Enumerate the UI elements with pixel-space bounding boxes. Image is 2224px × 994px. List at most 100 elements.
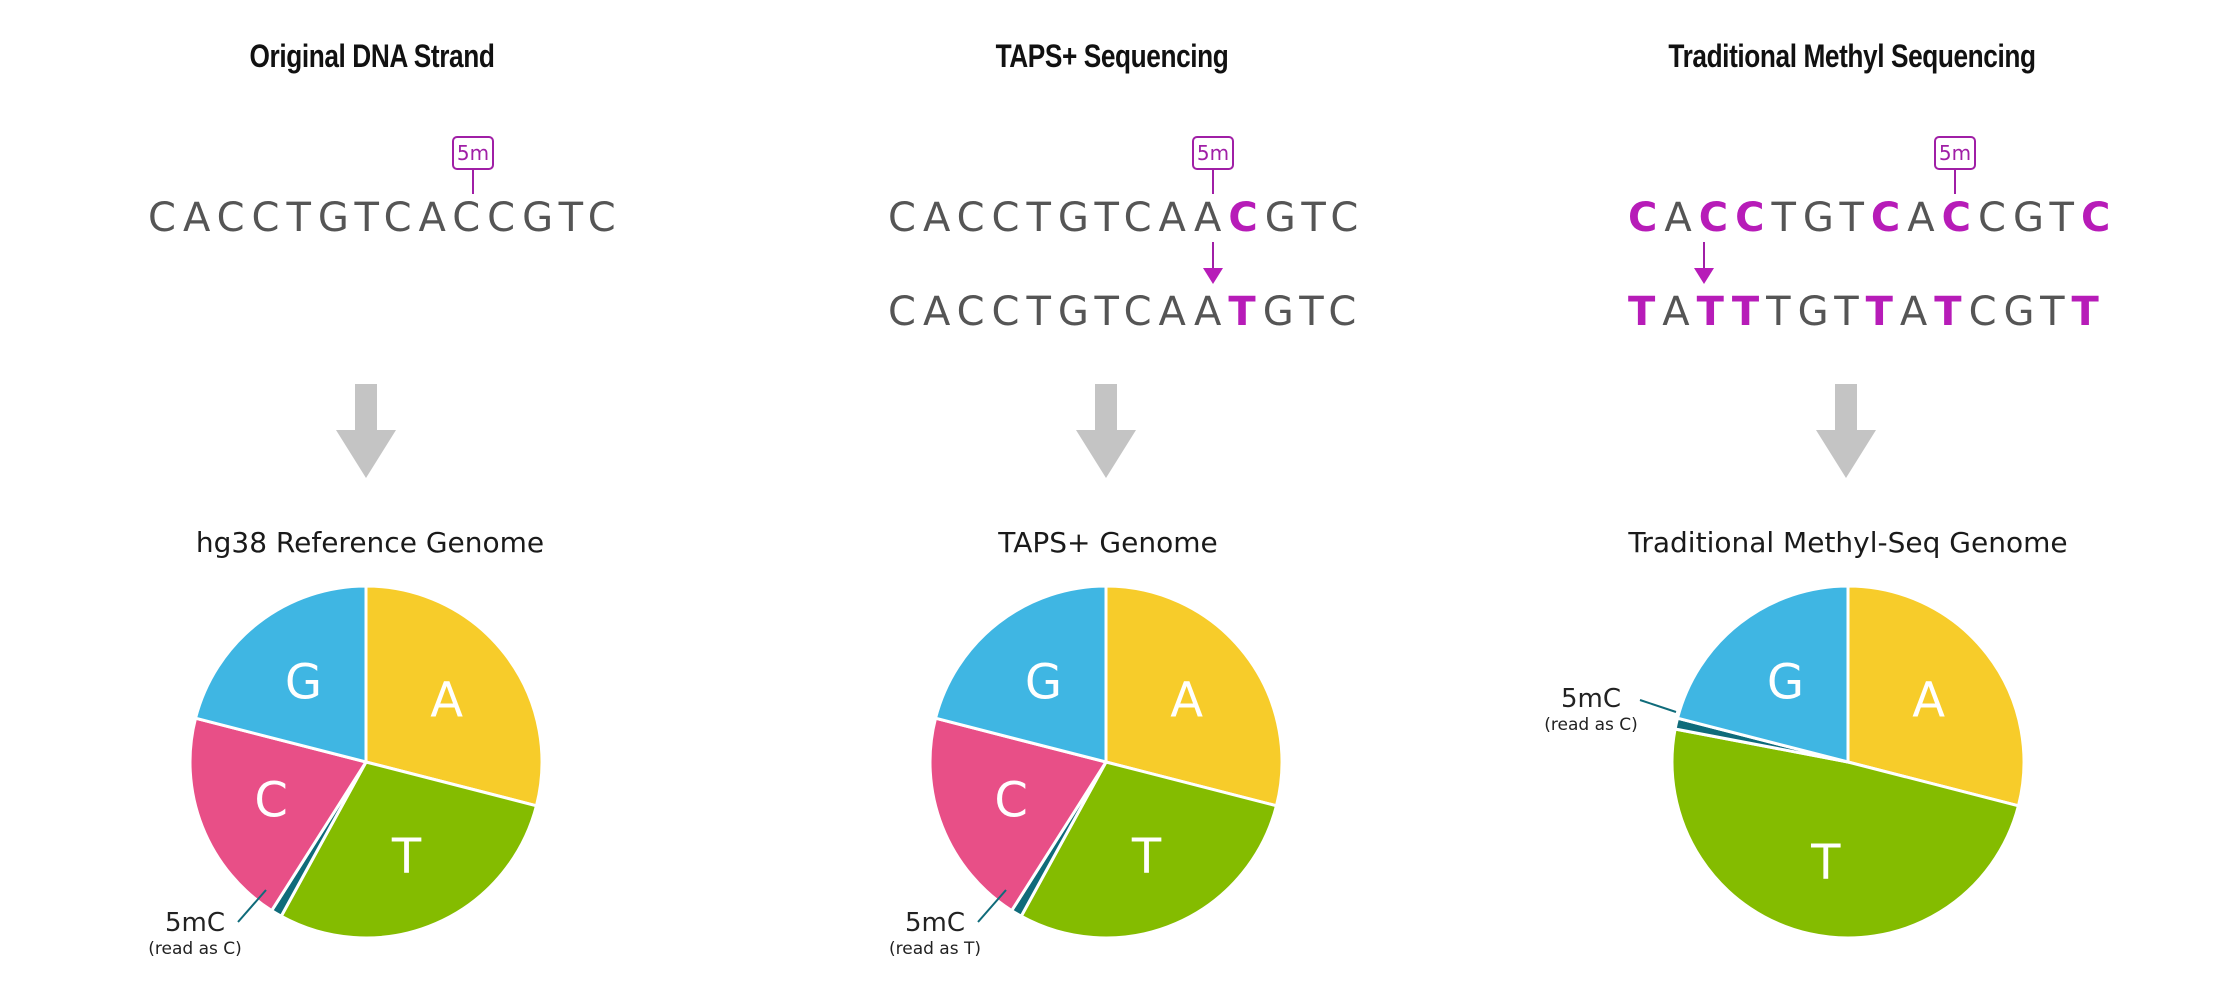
- sequence-base: A: [922, 195, 957, 241]
- mc-callout-sub: (read as C): [1544, 715, 1638, 735]
- genome-title-hg38: hg38 Reference Genome: [195, 526, 545, 559]
- pie-label-g: G: [285, 654, 322, 710]
- mc-callout: 5mC (read as C): [140, 908, 250, 960]
- pie-label-c: C: [254, 773, 288, 829]
- mc-callout-label: 5mC: [1560, 684, 1622, 714]
- pie-slice-c: [928, 716, 1109, 913]
- pie-slice-t: [1670, 727, 2021, 940]
- pie-slice-c: [188, 716, 369, 913]
- sequence-base: C: [1123, 195, 1159, 241]
- pie-slice-g: [193, 584, 368, 764]
- sequence-base: A: [1664, 195, 1699, 241]
- sequence-base: C: [1330, 195, 1366, 241]
- sequence-base: T: [2049, 195, 2081, 241]
- pie-label-a: A: [430, 672, 463, 728]
- sequence-base: A: [1158, 289, 1195, 335]
- sequence-base: G: [317, 195, 355, 241]
- mc-callout-sub: (read as C): [148, 939, 242, 959]
- methyl-tag: 5m: [1192, 136, 1234, 170]
- flow-arrow-icon: [1816, 384, 1876, 478]
- sequence-base: T: [1865, 289, 1900, 335]
- sequence-original-top: CACCTGTCACCGTC: [148, 196, 623, 240]
- sequence-base: T: [558, 195, 588, 241]
- conversion-arrow-stem: [1703, 242, 1705, 270]
- sequence-base: G: [2003, 289, 2041, 335]
- pie-label-a: A: [1170, 672, 1203, 728]
- sequence-base: T: [1299, 289, 1329, 335]
- sequence-base: T: [1228, 289, 1263, 335]
- sequence-base: T: [1934, 289, 1969, 335]
- pie-slice-a: [1104, 584, 1284, 808]
- sequence-base: C: [1628, 195, 1665, 241]
- sequence-base: T: [1834, 289, 1866, 335]
- sequence-base: C: [956, 289, 992, 335]
- sequence-base: C: [587, 195, 623, 241]
- methyl-tag: 5m: [452, 136, 494, 170]
- sequence-base: T: [1771, 195, 1803, 241]
- sequence-base: C: [148, 195, 183, 241]
- sequence-base: G: [522, 195, 559, 241]
- sequence-base: C: [991, 195, 1027, 241]
- sequence-base: T: [354, 195, 384, 241]
- pie-label-t: T: [1131, 829, 1162, 885]
- mc-callout: 5mC (read as T): [880, 908, 990, 960]
- sequence-base: A: [1907, 195, 1942, 241]
- sequence-base: C: [888, 195, 923, 241]
- pie-slice-g: [1675, 584, 1850, 764]
- genome-title-taps: TAPS+ Genome: [998, 526, 1218, 559]
- sequence-base: G: [1262, 289, 1300, 335]
- sequence-base: A: [1158, 195, 1195, 241]
- sequence-base: T: [1094, 289, 1124, 335]
- sequence-base: T: [286, 195, 318, 241]
- mc-callout: 5mC (read as C): [1536, 684, 1646, 736]
- sequence-base: C: [452, 195, 488, 241]
- panel-title-original: Original DNA Strand: [249, 38, 495, 74]
- pie-slice-g: [933, 584, 1108, 764]
- sequence-base: T: [2040, 289, 2072, 335]
- sequence-base: C: [1698, 195, 1736, 241]
- sequence-base: T: [1628, 289, 1663, 335]
- pie-label-c: C: [994, 773, 1028, 829]
- sequence-base: C: [1978, 195, 2013, 241]
- sequence-base: C: [1968, 289, 2004, 335]
- panel-title-taps: TAPS+ Sequencing: [995, 38, 1229, 74]
- sequence-base: C: [383, 195, 419, 241]
- pie-label-t: T: [1810, 835, 1841, 891]
- panel-title-traditional: Traditional Methyl Sequencing: [1668, 38, 2036, 74]
- conversion-arrow-icon: [1694, 268, 1714, 284]
- sequence-base: C: [251, 195, 287, 241]
- sequence-base: G: [1057, 289, 1095, 335]
- mc-callout-label: 5mC: [164, 908, 226, 938]
- sequence-base: T: [1696, 289, 1732, 335]
- sequence-taps-top: CACCTGTCAACGTC: [888, 196, 1365, 240]
- conversion-arrow-icon: [1203, 268, 1223, 284]
- methyl-tag-stem: [472, 170, 474, 194]
- sequence-base: C: [1870, 195, 1908, 241]
- sequence-base: C: [888, 289, 923, 335]
- conversion-arrow-stem: [1212, 242, 1214, 270]
- sequence-base: A: [1899, 289, 1935, 335]
- sequence-base: A: [418, 195, 453, 241]
- sequence-base: G: [2012, 195, 2050, 241]
- methyl-tag: 5m: [1934, 136, 1976, 170]
- sequence-base: T: [1301, 195, 1331, 241]
- pie-slice-t: [279, 760, 539, 940]
- sequence-base: C: [216, 195, 252, 241]
- sequence-base: C: [2080, 195, 2118, 241]
- sequence-base: A: [1662, 289, 1697, 335]
- sequence-base: G: [1057, 195, 1095, 241]
- sequence-base: G: [1802, 195, 1840, 241]
- pie-slice-t: [1019, 760, 1279, 940]
- sequence-base: C: [1735, 195, 1772, 241]
- sequence-base: G: [1264, 195, 1302, 241]
- sequence-base: A: [1194, 195, 1229, 241]
- mc-callout-sub: (read as T): [888, 939, 981, 959]
- sequence-base: T: [2071, 289, 2106, 335]
- sequence-traditional-bottom: TATTTGTTATCGTT: [1628, 290, 2106, 334]
- sequence-base: C: [1123, 289, 1159, 335]
- sequence-base: T: [1839, 195, 1871, 241]
- sequence-base: T: [1094, 195, 1124, 241]
